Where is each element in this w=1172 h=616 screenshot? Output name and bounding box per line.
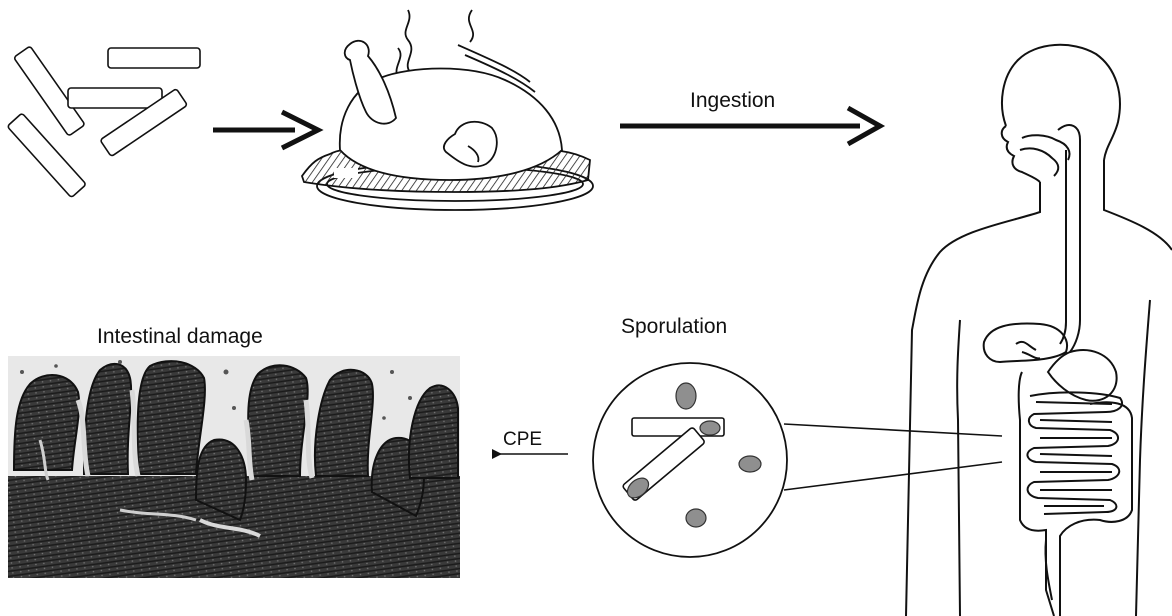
arrow-ingestion — [620, 108, 880, 144]
roast-turkey-icon — [302, 10, 593, 210]
label-cpe: CPE — [503, 430, 542, 449]
bacteria-rods-icon — [7, 46, 200, 198]
spore — [676, 383, 696, 409]
sporulation-magnified-circle — [593, 363, 1002, 557]
intestinal-damage-micrograph — [8, 356, 460, 578]
arrow-bacteria-to-food — [213, 112, 318, 148]
spore — [739, 456, 761, 472]
label-sporulation: Sporulation — [621, 316, 727, 337]
label-ingestion: Ingestion — [690, 90, 775, 111]
spore — [686, 509, 706, 527]
spore — [700, 421, 720, 435]
label-intestinal-damage: Intestinal damage — [97, 326, 263, 347]
human-body-outline-icon — [906, 45, 1172, 616]
